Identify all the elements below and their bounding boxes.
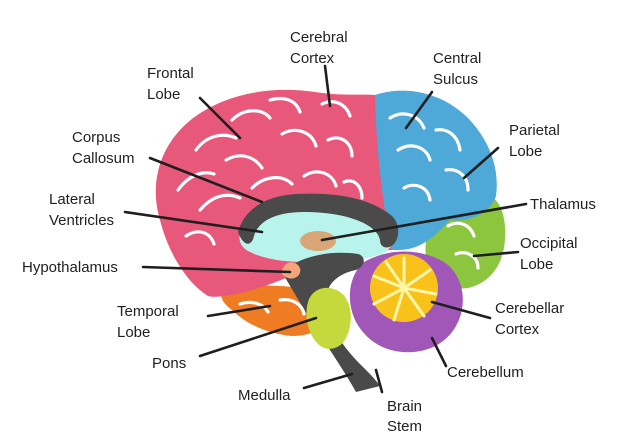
labels: Frontal Lobe Cerebral Cortex Central Sul…: [22, 29, 596, 435]
label-central-sulcus: Central Sulcus: [433, 50, 486, 88]
brain-regions: [155, 89, 506, 392]
leader-corpus-callosum: [148, 156, 264, 204]
leader-cerebellum: [430, 336, 448, 368]
arbor-vitae-lines: [372, 256, 438, 322]
brain-stem-region: [282, 252, 380, 392]
leader-temporal-lobe: [206, 304, 272, 318]
label-hypothalamus: Hypothalamus: [22, 259, 118, 276]
pons-region: [306, 287, 351, 349]
label-corpus-callosum: Corpus Callosum: [72, 129, 135, 167]
hypothalamus-region: [281, 262, 301, 279]
label-occipital-lobe: Occipital Lobe: [520, 235, 582, 273]
label-frontal-lobe: Frontal Lobe: [147, 65, 198, 103]
leader-occipital-lobe: [472, 250, 520, 258]
gyri-lines: [176, 96, 480, 316]
leader-frontal-lobe: [198, 96, 242, 140]
label-brain-stem: Brain Stem: [387, 398, 426, 435]
label-thalamus: Thalamus: [530, 196, 596, 213]
label-cerebellar-cortex: Cerebellar Cortex: [495, 300, 568, 338]
label-parietal-lobe: Parietal Lobe: [509, 122, 564, 160]
corpus-callosum-region: [238, 193, 399, 248]
label-cerebellum: Cerebellum: [447, 364, 524, 381]
label-temporal-lobe: Temporal Lobe: [117, 303, 183, 341]
leader-brain-stem: [374, 368, 384, 394]
thalamus-region: [300, 231, 336, 251]
leader-thalamus: [320, 202, 528, 242]
label-pons: Pons: [152, 355, 186, 372]
leader-pons: [198, 316, 318, 358]
leader-lateral-ventricles: [123, 210, 264, 234]
leader-hypothalamus: [141, 265, 292, 274]
leader-cerebral-cortex: [323, 64, 332, 108]
parietal-lobe-region: [375, 90, 497, 251]
leader-central-sulcus: [404, 90, 434, 130]
label-lateral-ventricles: Lateral Ventricles: [49, 191, 114, 229]
label-medulla: Medulla: [238, 387, 291, 404]
leader-medulla: [302, 372, 354, 390]
leader-lines: [123, 64, 528, 394]
leader-parietal-lobe: [462, 146, 500, 180]
leader-cerebellar-cortex: [430, 300, 492, 320]
label-cerebral-cortex: Cerebral Cortex: [290, 29, 352, 67]
